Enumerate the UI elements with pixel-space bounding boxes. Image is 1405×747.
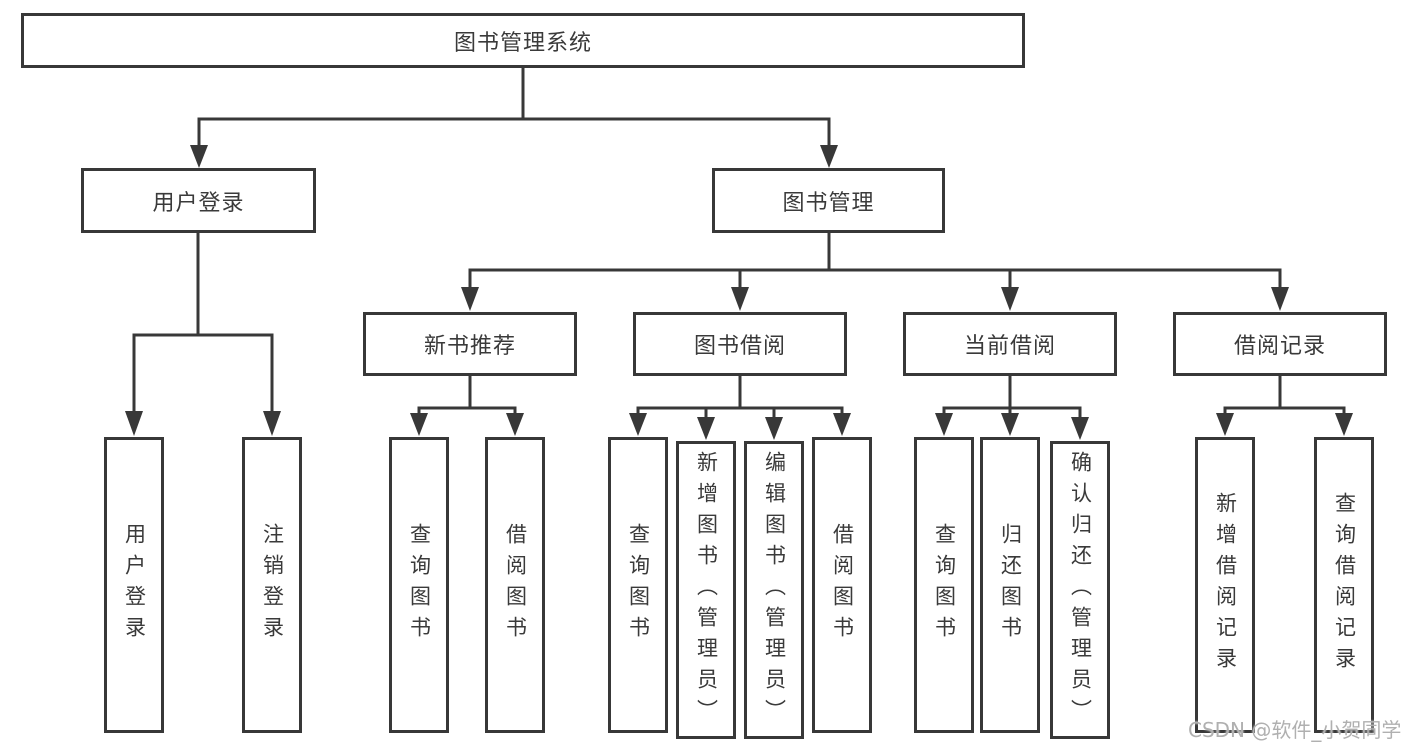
node-current-borrow: 当前借阅: [903, 312, 1117, 376]
node-user-login: 用户登录: [81, 168, 316, 233]
node-new-book-recommend-label: 新书推荐: [423, 334, 516, 359]
leaf-add-books-admin-label: 新增图书（管理员）: [694, 450, 719, 730]
leaf-query-books-borrow-label: 查询图书: [626, 523, 651, 647]
leaf-query-books-current: 查询图书: [914, 437, 974, 733]
node-book-management-label: 图书管理: [782, 190, 875, 216]
leaf-confirm-return-admin: 确认归还（管理员）: [1050, 441, 1110, 739]
csdn-watermark: CSDN @软件_小贺同学: [1188, 718, 1402, 742]
leaf-query-borrow-record-label: 查询借阅记录: [1332, 492, 1357, 678]
leaf-return-books: 归还图书: [980, 437, 1040, 733]
leaf-user-login-label: 用户登录: [122, 523, 147, 647]
node-book-borrow-label: 图书借阅: [693, 334, 786, 359]
node-user-login-label: 用户登录: [152, 190, 245, 216]
leaf-query-books-current-label: 查询图书: [932, 523, 957, 647]
leaf-query-borrow-record: 查询借阅记录: [1314, 437, 1374, 733]
leaf-confirm-return-admin-label: 确认归还（管理员）: [1068, 450, 1093, 730]
leaf-user-login: 用户登录: [104, 437, 164, 733]
leaf-edit-books-admin-label: 编辑图书（管理员）: [762, 450, 787, 730]
leaf-borrow-books: 借阅图书: [812, 437, 872, 733]
node-new-book-recommend: 新书推荐: [363, 312, 577, 376]
node-book-borrow: 图书借阅: [633, 312, 847, 376]
leaf-borrow-books-recommend: 借阅图书: [485, 437, 545, 733]
leaf-borrow-books-recommend-label: 借阅图书: [503, 523, 528, 647]
leaf-add-books-admin: 新增图书（管理员）: [676, 441, 736, 739]
leaf-logout: 注销登录: [242, 437, 302, 733]
node-borrow-records: 借阅记录: [1173, 312, 1387, 376]
node-book-management: 图书管理: [712, 168, 945, 233]
leaf-query-books-borrow: 查询图书: [608, 437, 668, 733]
leaf-add-borrow-record: 新增借阅记录: [1195, 437, 1255, 733]
leaf-return-books-label: 归还图书: [998, 523, 1023, 647]
leaf-borrow-books-label: 借阅图书: [830, 523, 855, 647]
leaf-edit-books-admin: 编辑图书（管理员）: [744, 441, 804, 739]
leaf-query-books-recommend-label: 查询图书: [407, 523, 432, 647]
node-root-label: 图书管理系统: [453, 30, 592, 56]
node-borrow-records-label: 借阅记录: [1233, 334, 1326, 359]
leaf-add-borrow-record-label: 新增借阅记录: [1213, 492, 1238, 678]
node-current-borrow-label: 当前借阅: [963, 334, 1056, 359]
leaf-query-books-recommend: 查询图书: [389, 437, 449, 733]
node-root: 图书管理系统: [21, 13, 1025, 68]
leaf-logout-label: 注销登录: [260, 523, 285, 647]
